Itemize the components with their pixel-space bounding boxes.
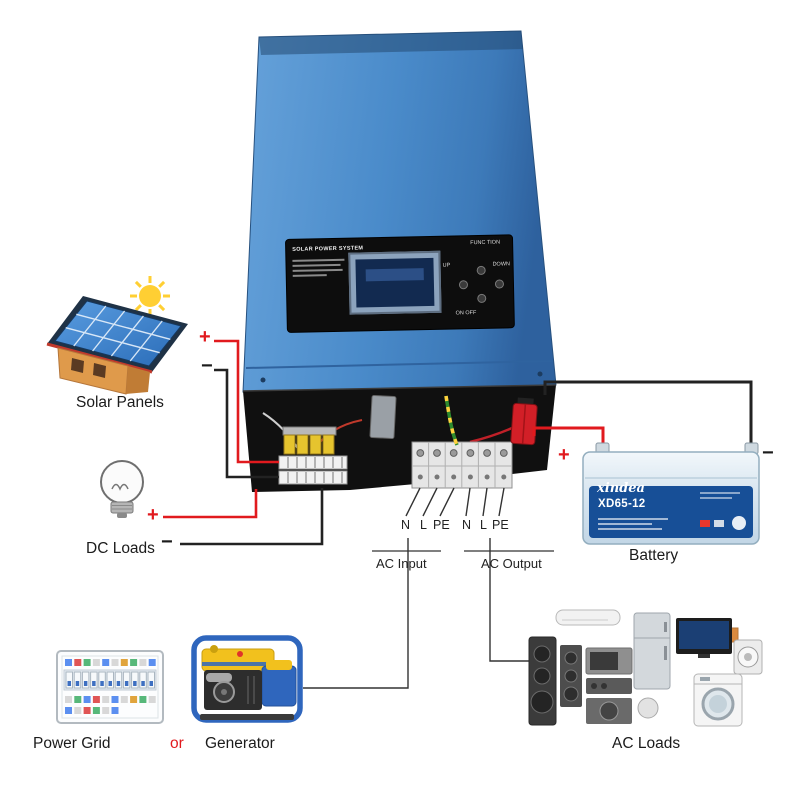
ac-input-wire [303, 538, 409, 689]
ac-loads-label: AC Loads [612, 735, 681, 752]
terminal-lead-wires [405, 487, 505, 517]
dc-screw-strips [278, 455, 348, 485]
panel-spec-line [292, 268, 343, 272]
lcd-screen [355, 257, 435, 308]
battery-negative-sign: − [762, 442, 774, 464]
dc-loads-label: DC Loads [86, 540, 155, 557]
ac-input-terminal-pe: PE [433, 518, 450, 532]
solar-positive-wire [214, 339, 279, 464]
sun-icon [130, 276, 170, 316]
ac-output-terminal-pe: PE [492, 518, 509, 532]
onoff-button[interactable] [477, 293, 487, 304]
ac-loads-icon [528, 609, 763, 727]
dc-terminal-block [282, 426, 337, 455]
wires [163, 339, 753, 689]
ac-terminal-block [411, 441, 513, 489]
onoff-button-label: ON OFF [455, 310, 477, 317]
ac-output-terminal-n: N [462, 518, 472, 532]
solar-negative-wire [214, 368, 279, 479]
inverter-body [242, 30, 557, 393]
solar-panels-label: Solar Panels [76, 394, 164, 411]
battery-positive-wire [532, 426, 605, 446]
solar-panel-icon [46, 296, 188, 395]
battery-model: XD65-12 [598, 498, 646, 510]
inverter-terminal-section [242, 384, 557, 492]
battery-positive-sign: + [558, 444, 570, 466]
ac-output-label: AC Output [481, 556, 542, 571]
inverter-control-panel: SOLAR POWER SYSTEM UP FUNC TION DOWN ON … [286, 235, 514, 332]
ac-input-label: AC Input [376, 556, 427, 571]
lcd-readout [365, 268, 424, 282]
solar-negative-sign: − [201, 355, 213, 377]
down-button[interactable] [494, 279, 505, 289]
battery-connector [510, 397, 538, 446]
generator-icon [191, 635, 303, 723]
ac-input-terminal-n: N [401, 518, 411, 532]
up-button[interactable] [476, 265, 486, 276]
or-label: or [170, 735, 184, 752]
down-button-label: DOWN [492, 261, 511, 268]
ac-input-terminal-l: L [420, 518, 427, 532]
generator-label: Generator [205, 735, 275, 752]
ac-output-wire [489, 538, 531, 662]
ac-output-terminal-l: L [480, 518, 487, 532]
ground-wire-stripe [444, 395, 459, 446]
inverter-cover-box [369, 395, 397, 439]
function-button[interactable] [458, 280, 469, 290]
function-button-label: FUNC TION [470, 239, 501, 247]
power-grid-icon [56, 650, 164, 724]
up-button-label: UP [442, 262, 451, 269]
panel-spec-line [292, 258, 345, 262]
bulb-icon [100, 460, 144, 518]
dc-negative-sign: − [161, 531, 173, 553]
battery-negative-wire [543, 380, 753, 446]
battery-label: Battery [629, 547, 679, 564]
solar-positive-sign: + [199, 326, 211, 348]
power-grid-label: Power Grid [33, 735, 111, 752]
lcd-display [348, 250, 442, 315]
panel-spec-line [292, 274, 327, 277]
dc-loads-positive-wire [163, 489, 258, 519]
battery-brand: xindea [597, 481, 645, 496]
battery-icon [582, 442, 760, 545]
panel-spec-line [292, 263, 341, 267]
dc-loads-negative-wire [180, 488, 324, 546]
dc-positive-sign: + [147, 504, 159, 526]
